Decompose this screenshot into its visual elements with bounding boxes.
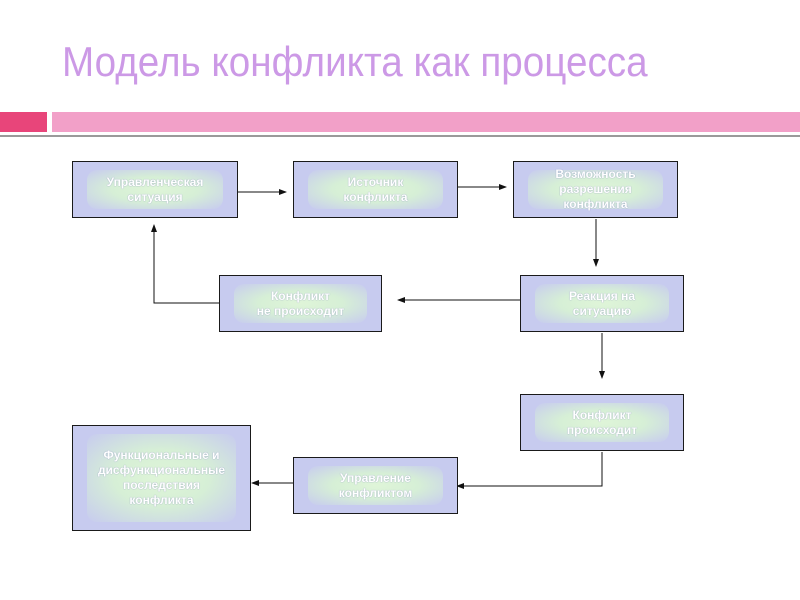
node-conflict-management: Управление конфликтом	[293, 457, 458, 514]
node-label: Источник конфликта	[343, 174, 408, 204]
node-reaction: Реакция на ситуацию	[520, 275, 684, 332]
node-label: Управление конфликтом	[338, 470, 413, 500]
node-label: Конфликт происходит	[566, 407, 638, 437]
header-divider	[0, 135, 800, 137]
header-band-accent	[0, 112, 47, 132]
node-label: Управленческая ситуация	[106, 174, 204, 204]
node-label: Реакция на ситуацию	[568, 288, 636, 318]
node-management-situation: Управленческая ситуация	[72, 161, 238, 218]
node-no-conflict: Конфликт не происходит	[219, 275, 382, 332]
node-label: Конфликт не происходит	[256, 288, 345, 318]
node-conflict-source: Источник конфликта	[293, 161, 458, 218]
header-band	[52, 112, 800, 132]
node-label: Функциональные и дисфункциональные после…	[97, 448, 226, 507]
node-label: Возможность разрешения конфликта	[555, 167, 636, 211]
arrow-conflict-to-management	[456, 452, 603, 489]
slide-title: Модель конфликта как процесса	[62, 38, 648, 85]
node-consequences: Функциональные и дисфункциональные после…	[72, 425, 251, 531]
node-conflict-occurs: Конфликт происходит	[520, 394, 684, 451]
arrow-noconflict-to-situation	[151, 224, 219, 304]
node-resolution-possibility: Возможность разрешения конфликта	[513, 161, 678, 218]
